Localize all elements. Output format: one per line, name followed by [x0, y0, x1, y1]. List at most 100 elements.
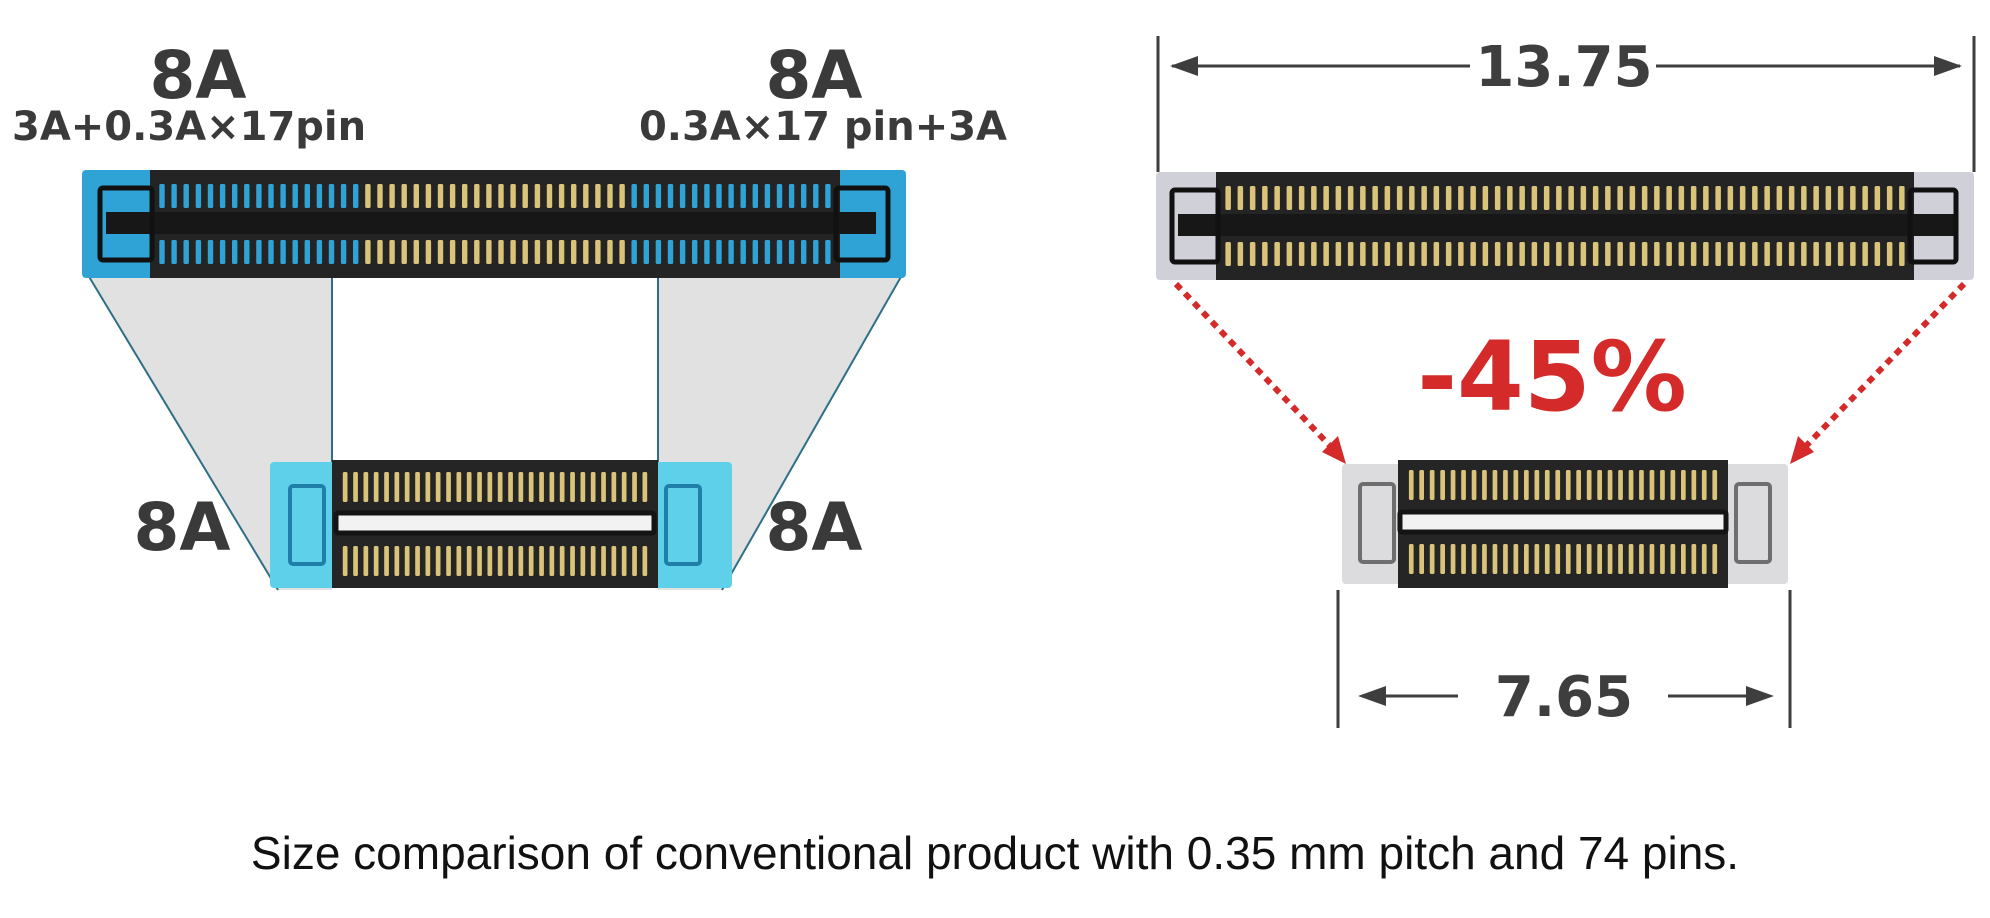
- connector-pin: [487, 546, 493, 576]
- connector-pin: [353, 546, 358, 576]
- connector-pin: [1544, 544, 1550, 574]
- reduction-percentage: -45%: [1417, 321, 1687, 433]
- connector-pin: [1825, 186, 1832, 210]
- top-dimension-value: 13.75: [1475, 35, 1652, 100]
- connector-pin: [456, 546, 462, 576]
- connector-pin: [1298, 186, 1305, 210]
- connector-pin: [1543, 186, 1550, 210]
- connector-pin: [571, 184, 577, 208]
- connector-pin: [425, 472, 431, 502]
- connector-pin: [1311, 186, 1317, 210]
- connector-pin: [1440, 470, 1445, 500]
- connector-pin: [219, 240, 226, 264]
- connector-pin: [292, 184, 298, 208]
- connector-pin: [1568, 242, 1574, 266]
- connector-pin: [776, 184, 783, 208]
- connector-pin: [1323, 186, 1329, 210]
- current-label-top-left: 8A: [149, 37, 246, 114]
- connector-pin: [389, 240, 395, 264]
- connector-pin: [1850, 242, 1856, 266]
- connector-pin: [1850, 186, 1856, 210]
- reduction-arrows: [1173, 281, 1967, 464]
- top-dimension-line: [1156, 36, 1976, 172]
- connector-pin: [363, 472, 369, 502]
- connector-pin: [1776, 186, 1783, 210]
- connector-pin: [1262, 186, 1268, 210]
- connector-pin: [1492, 470, 1498, 500]
- connector-pin: [342, 546, 348, 576]
- connector-pin: [1470, 186, 1476, 210]
- connector-pin: [546, 240, 553, 264]
- connector-pin: [611, 546, 617, 576]
- connector-pin: [571, 240, 577, 264]
- connector-pin: [1492, 544, 1498, 574]
- connector-pin: [1471, 470, 1477, 500]
- connector-pin: [1445, 242, 1452, 266]
- connector-pin: [728, 184, 734, 208]
- connector-pin: [1471, 544, 1477, 574]
- connector-pin: [801, 240, 807, 264]
- connector-pin: [1788, 242, 1795, 266]
- connector-pin: [667, 184, 674, 208]
- connector-pin: [415, 546, 420, 576]
- connector-pin: [1678, 242, 1685, 266]
- connector-pin: [1335, 242, 1342, 266]
- connector-pin: [304, 240, 310, 264]
- connector-pin: [534, 184, 541, 208]
- connector-pin: [558, 184, 565, 208]
- connector-pin: [1641, 186, 1648, 210]
- connector-pin: [384, 546, 389, 576]
- connector-pin: [559, 546, 565, 576]
- connector-pin: [1470, 242, 1476, 266]
- connector-pin: [1286, 242, 1293, 266]
- connector-pin: [1690, 186, 1697, 210]
- connector-pin: [462, 240, 468, 264]
- conventional-connector-left: [82, 170, 906, 278]
- connector-pin: [316, 184, 323, 208]
- connector-pin: [1649, 470, 1655, 500]
- connector-pin: [1874, 242, 1881, 266]
- connector-pin: [716, 240, 722, 264]
- connector-pin: [1461, 544, 1466, 574]
- connector-pin: [601, 472, 606, 502]
- connector-pin: [580, 472, 586, 502]
- connector-pin: [619, 184, 625, 208]
- connector-pin: [1681, 470, 1686, 500]
- connector-pin: [1409, 186, 1415, 210]
- connector-pin: [1691, 544, 1697, 574]
- connector-pin: [413, 240, 419, 264]
- connector-pin: [389, 184, 395, 208]
- connector-pin: [595, 184, 601, 208]
- connector-pin: [1641, 242, 1648, 266]
- connector-pin: [825, 184, 831, 208]
- new-connector-right: [1342, 460, 1788, 588]
- connector-pin: [740, 240, 746, 264]
- connector-pin: [159, 184, 165, 208]
- connector-pin: [1360, 242, 1366, 266]
- connector-pin: [1372, 186, 1378, 210]
- connector-pin: [1360, 186, 1366, 210]
- connector-pin: [728, 240, 734, 264]
- connector-pin: [655, 240, 662, 264]
- connector-pin: [1678, 186, 1685, 210]
- connector-pin: [518, 546, 524, 576]
- connector-pin: [1507, 242, 1513, 266]
- connector-pin: [534, 240, 541, 264]
- connector-pin: [1445, 186, 1452, 210]
- connector-pin: [377, 240, 383, 264]
- connector-pin: [752, 184, 758, 208]
- connector-pin: [1715, 242, 1721, 266]
- current-breakdown-left: 3A+0.3A×17pin: [12, 104, 366, 150]
- connector-pin: [1450, 470, 1456, 500]
- connector-pin: [1433, 186, 1440, 210]
- connector-pin: [1372, 242, 1378, 266]
- connector-pin: [425, 546, 431, 576]
- connector-pin: [268, 240, 274, 264]
- connector-pin: [752, 240, 758, 264]
- connector-pin: [1592, 186, 1599, 210]
- connector-pin: [1670, 544, 1676, 574]
- connector-pin: [1618, 544, 1623, 574]
- connector-pin: [328, 184, 335, 208]
- connector-pin: [539, 546, 544, 576]
- connector-pin: [549, 472, 555, 502]
